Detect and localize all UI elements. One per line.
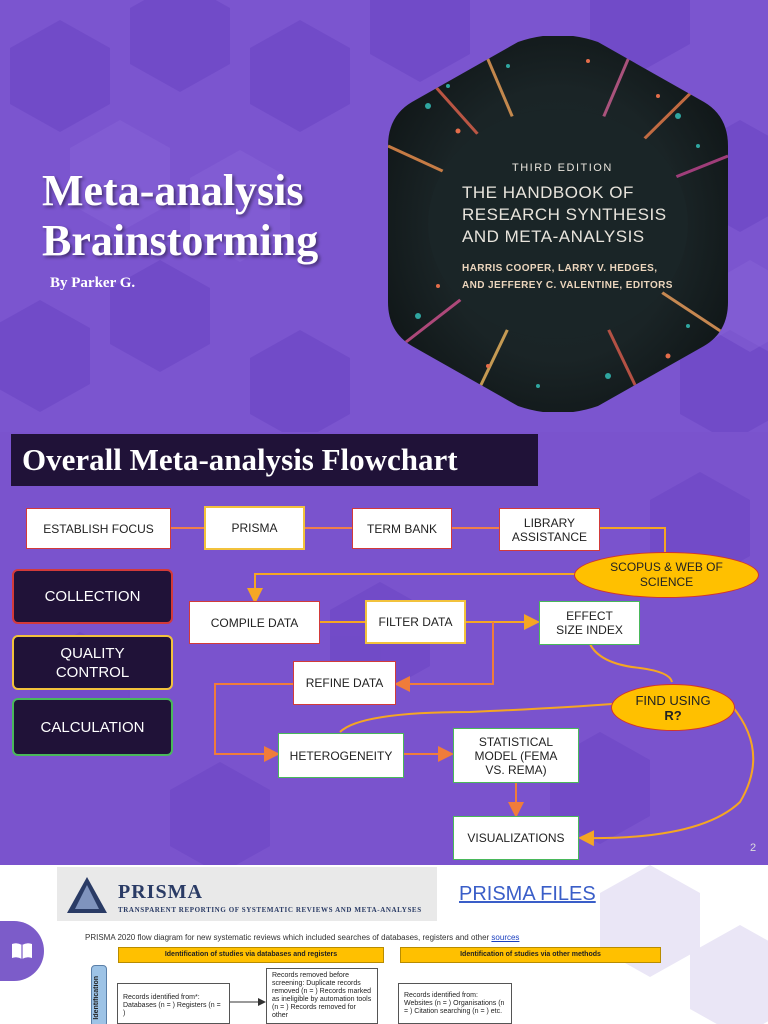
book-title-line-1: THE HANDBOOK OF <box>462 183 634 202</box>
book-title-line-2: RESEARCH SYNTHESIS <box>462 205 667 224</box>
book-edition: THIRD EDITION <box>512 162 613 174</box>
prisma-logo-icon <box>67 877 107 913</box>
collection-label: COLLECTION <box>12 569 173 624</box>
caption-text: PRISMA 2020 flow diagram for new systema… <box>85 933 492 942</box>
scopus-oval: SCOPUS & WEB OF SCIENCE <box>574 552 759 598</box>
prisma-caption: PRISMA 2020 flow diagram for new systema… <box>85 933 519 942</box>
heterogeneity-box: HETEROGENEITY <box>278 733 404 778</box>
term-bank-box: TERM BANK <box>352 508 452 549</box>
databases-header: Identification of studies via databases … <box>118 947 384 963</box>
quality-control-label: QUALITY CONTROL <box>12 635 173 690</box>
find-using-r-prefix: FIND USING <box>635 692 711 708</box>
book-authors-line-1: HARRIS COOPER, LARRY V. HEDGES, <box>462 263 658 274</box>
prisma-slide: PRISMA TRANSPARENT REPORTING OF SYSTEMAT… <box>0 865 768 1024</box>
statistical-model-box: STATISTICAL MODEL (FEMA VS. REMA) <box>453 728 579 783</box>
prisma-header <box>57 867 437 921</box>
book-authors: HARRIS COOPER, LARRY V. HEDGES, AND JEFF… <box>462 260 722 294</box>
title-line-2: Brainstorming <box>42 216 319 265</box>
identification-label: Identification <box>91 965 107 1024</box>
library-assistance-box: LIBRARY ASSISTANCE <box>499 508 600 551</box>
book-cover: THIRD EDITION THE HANDBOOK OF RESEARCH S… <box>388 36 728 412</box>
effect-size-index-box: EFFECT SIZE INDEX <box>539 601 640 645</box>
find-using-r-text: FIND USING R? <box>634 693 712 723</box>
find-using-r-bold: R? <box>664 707 682 723</box>
open-book-icon <box>12 943 32 959</box>
book-authors-line-2: AND JEFFEREY C. VALENTINE, EDITORS <box>462 280 673 291</box>
find-using-r-oval: FIND USING R? <box>611 684 735 731</box>
book-title-line-3: AND META-ANALYSIS <box>462 227 645 246</box>
flow-arrow <box>230 998 266 1006</box>
prisma-box: PRISMA <box>204 506 305 550</box>
title-slide: Meta-analysis Brainstorming By Parker G. <box>0 0 768 432</box>
records-identified-box: Records identified from*: Databases (n =… <box>117 983 230 1024</box>
prisma-subtitle: TRANSPARENT REPORTING OF SYSTEMATIC REVI… <box>118 906 422 914</box>
caption-sources-link[interactable]: sources <box>491 933 520 942</box>
flowchart-title: Overall Meta-analysis Flowchart <box>11 434 538 486</box>
records-removed-box: Records removed before screening: Duplic… <box>266 968 378 1024</box>
prisma-files-link[interactable]: PRISMA FILES <box>459 883 596 905</box>
records-other-box: Records identified from: Websites (n = )… <box>398 983 512 1024</box>
filter-data-box: FILTER DATA <box>365 600 466 644</box>
identification-label-text: Identification <box>93 976 100 1020</box>
prisma-logo-text: PRISMA <box>118 881 203 903</box>
other-methods-header: Identification of studies via other meth… <box>400 947 661 963</box>
visualizations-box: VISUALIZATIONS <box>453 816 579 860</box>
refine-data-box: REFINE DATA <box>293 661 396 705</box>
calculation-label: CALCULATION <box>12 698 173 756</box>
establish-focus-box: ESTABLISH FOCUS <box>26 508 171 549</box>
title-line-1: Meta-analysis <box>42 166 304 215</box>
book-title: THE HANDBOOK OF RESEARCH SYNTHESIS AND M… <box>462 182 722 248</box>
compile-data-box: COMPILE DATA <box>189 601 320 644</box>
page-number: 2 <box>750 842 757 854</box>
flowchart-connectors <box>171 527 755 847</box>
slide-title: Meta-analysis Brainstorming <box>42 166 382 266</box>
author-byline: By Parker G. <box>50 275 136 291</box>
